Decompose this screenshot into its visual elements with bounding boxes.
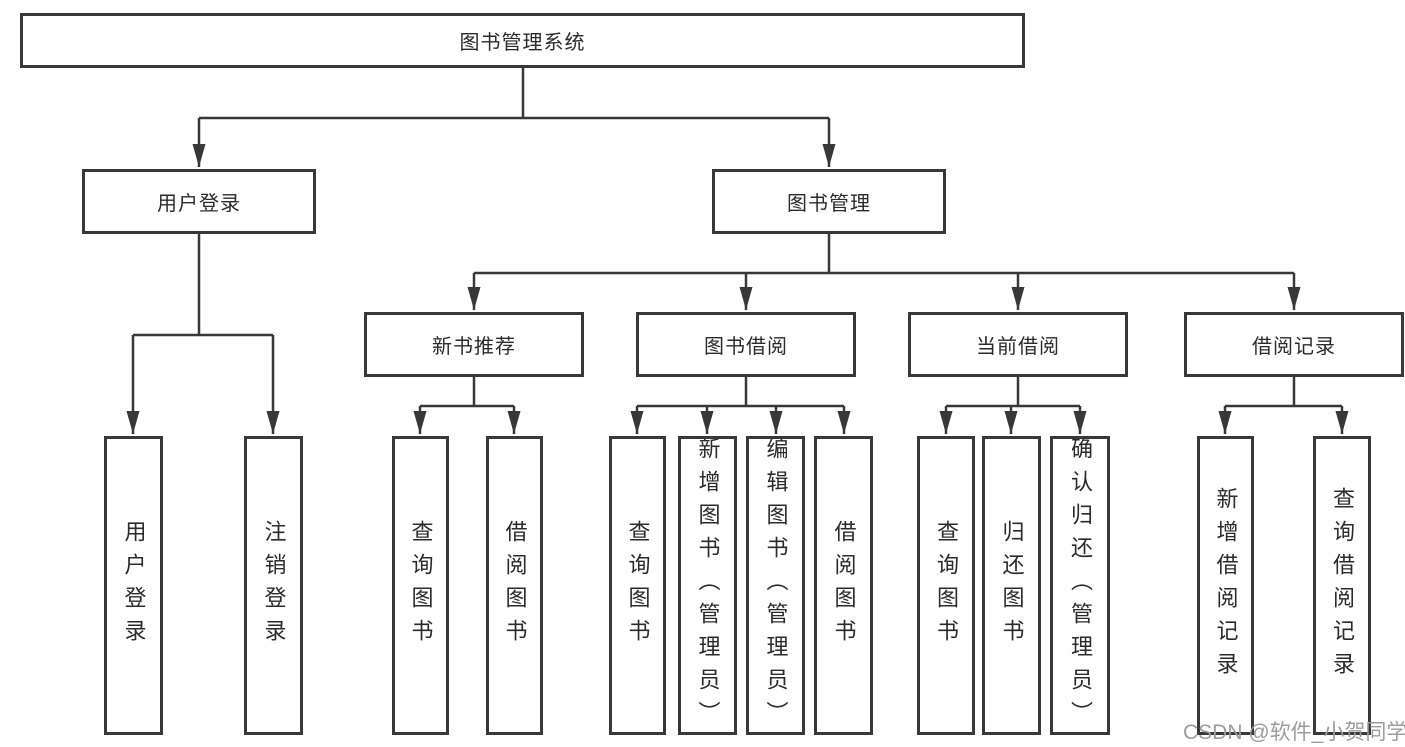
leaf-query-borrow-record-label: 查询借阅记录 <box>1330 486 1355 685</box>
leaf-return-books-label: 归还图书 <box>999 519 1025 652</box>
connector-current-to-leaves <box>939 377 1087 434</box>
leaf-borrow-books-borrowing-label: 借阅图书 <box>831 519 857 652</box>
leaf-logout: 注销登录 <box>244 436 303 735</box>
leaf-add-borrow-record: 新增借阅记录 <box>1197 436 1254 735</box>
leaf-logout-label: 注销登录 <box>261 519 287 652</box>
leaf-query-books-recommend: 查询图书 <box>392 436 449 735</box>
node-book-management: 图书管理 <box>712 169 946 234</box>
node-borrowing-records: 借阅记录 <box>1184 312 1404 377</box>
leaf-borrow-books-borrowing: 借阅图书 <box>814 436 873 735</box>
leaf-borrow-books-recommend-label: 借阅图书 <box>502 519 528 652</box>
leaf-add-borrow-record-label: 新增借阅记录 <box>1213 486 1239 685</box>
leaf-user-login: 用户登录 <box>104 436 163 735</box>
leaf-add-book-admin-label: 新增图书（管理员） <box>695 437 721 734</box>
leaf-add-book-admin: 新增图书（管理员） <box>678 436 737 735</box>
node-user-login: 用户登录 <box>82 169 316 234</box>
leaf-edit-book-admin: 编辑图书（管理员） <box>746 436 805 735</box>
leaf-edit-book-admin-label: 编辑图书（管理员） <box>763 437 789 734</box>
connector-bookborrow-to-leaves <box>630 377 851 434</box>
leaf-return-books: 归还图书 <box>982 436 1041 735</box>
connector-management-to-sections <box>467 234 1301 310</box>
leaf-query-books-borrowing-label: 查询图书 <box>625 519 651 652</box>
connector-login-to-leaves <box>126 233 280 434</box>
leaf-query-books-borrowing: 查询图书 <box>609 436 666 735</box>
leaf-user-login-label: 用户登录 <box>121 519 147 652</box>
leaf-confirm-return-admin: 确认归还（管理员） <box>1050 436 1110 735</box>
node-new-book-recommendation: 新书推荐 <box>364 312 584 377</box>
node-root-system: 图书管理系统 <box>20 13 1025 68</box>
connector-root-to-level2 <box>192 68 836 167</box>
leaf-borrow-books-recommend: 借阅图书 <box>486 436 543 735</box>
leaf-query-books-current: 查询图书 <box>917 436 975 735</box>
leaf-confirm-return-admin-label: 确认归还（管理员） <box>1068 437 1093 734</box>
leaf-query-books-recommend-label: 查询图书 <box>408 519 434 652</box>
connector-newbook-to-leaves <box>413 377 521 434</box>
connector-records-to-leaves <box>1218 377 1349 434</box>
leaf-query-books-current-label: 查询图书 <box>934 519 959 652</box>
leaf-query-borrow-record: 查询借阅记录 <box>1313 436 1371 735</box>
csdn-watermark: CSDN @软件_小贺同学 <box>1183 721 1405 744</box>
node-current-borrowing: 当前借阅 <box>908 312 1128 377</box>
node-book-borrowing: 图书借阅 <box>636 312 856 377</box>
